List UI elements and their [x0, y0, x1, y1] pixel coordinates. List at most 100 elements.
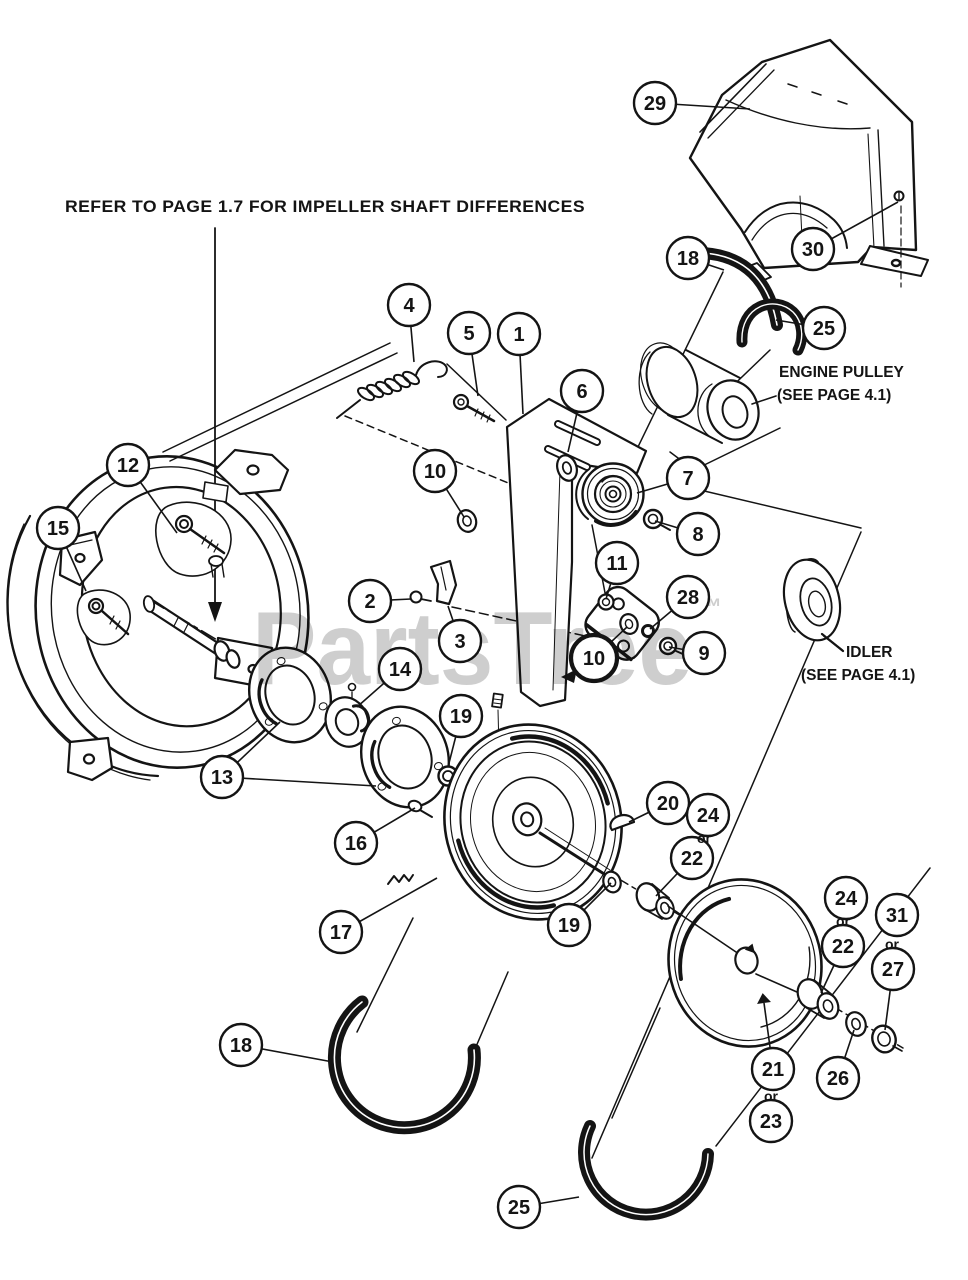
callout-18: 18: [218, 1022, 334, 1068]
svg-text:24: 24: [697, 805, 720, 827]
callout-11: 11: [594, 540, 640, 600]
callout-22: 22: [820, 923, 866, 994]
callout-10: 10: [412, 448, 465, 518]
callout-20: 20: [628, 780, 691, 826]
callout-9: 9: [668, 630, 727, 676]
svg-text:17: 17: [330, 922, 352, 944]
washer: [845, 1011, 867, 1037]
svg-text:27: 27: [882, 959, 904, 981]
svg-text:25: 25: [508, 1197, 530, 1219]
callout-3: 3: [437, 605, 483, 664]
bolt: [452, 393, 496, 423]
nut: [642, 508, 671, 531]
callout-27: 27: [870, 946, 916, 1031]
small-spring: [387, 874, 414, 885]
belts: [327, 247, 808, 1221]
svg-text:16: 16: [345, 833, 367, 855]
callout-2: 2: [347, 578, 412, 624]
svg-text:1: 1: [513, 324, 524, 346]
spacer-bushing: [635, 882, 675, 920]
impeller-shaft: [142, 555, 241, 669]
callout-24: 24: [685, 792, 731, 838]
or-label: or: [764, 1088, 779, 1104]
svg-text:22: 22: [681, 848, 703, 870]
small-hardware-row: [597, 593, 686, 656]
callout-31: 31: [874, 892, 920, 938]
svg-text:28: 28: [677, 587, 699, 609]
svg-text:15: 15: [47, 518, 69, 540]
callout-17: 17: [318, 877, 438, 955]
impeller-pulley-drawing: [443, 723, 623, 921]
callout-4: 4: [386, 282, 432, 363]
svg-text:18: 18: [677, 248, 699, 270]
callout-16: 16: [333, 807, 416, 866]
svg-text:8: 8: [692, 524, 703, 546]
callout-19: 19: [546, 882, 612, 948]
callout-19: 19: [438, 693, 484, 768]
svg-text:18: 18: [230, 1035, 252, 1057]
washer: [456, 509, 478, 533]
auger-belt: [327, 995, 481, 1135]
flange-bolt: [407, 799, 433, 818]
callout-23: 23: [748, 1098, 794, 1144]
flange-bushing: [796, 978, 840, 1020]
svg-text:25: 25: [813, 318, 835, 340]
callout-24: 24: [823, 875, 869, 921]
svg-text:30: 30: [802, 239, 824, 261]
svg-text:31: 31: [886, 905, 908, 927]
svg-text:19: 19: [558, 915, 580, 937]
housing-bolts: [76, 501, 232, 646]
idler-label-leader: [823, 635, 843, 651]
callout-6: 6: [559, 368, 605, 453]
svg-text:10: 10: [424, 461, 446, 483]
callout-14: 14: [356, 646, 423, 708]
second-pulley-drawing: [667, 878, 823, 1048]
callout-12: 12: [105, 442, 178, 534]
svg-text:24: 24: [835, 888, 858, 910]
callout-1: 1: [496, 311, 542, 415]
svg-text:22: 22: [832, 936, 854, 958]
callout-21: 21: [750, 993, 796, 1092]
drive-belt: [578, 1120, 714, 1221]
idler-pulley-small: [575, 462, 645, 527]
svg-text:9: 9: [698, 643, 709, 665]
or-label: or: [885, 936, 900, 952]
idler-drawing: [782, 557, 845, 653]
engine-pulley-label-line1: ENGINE PULLEY: [779, 364, 905, 381]
svg-text:14: 14: [389, 659, 412, 681]
callout-26: 26: [815, 1029, 861, 1101]
callout-10: 10: [568, 626, 628, 684]
callout-8: 8: [654, 511, 721, 557]
svg-text:6: 6: [576, 381, 587, 403]
engine-pulley-drawing: [638, 342, 760, 444]
svg-text:5: 5: [463, 323, 474, 345]
svg-text:29: 29: [644, 93, 666, 115]
callout-25: 25: [775, 305, 847, 351]
or-label: or: [697, 830, 712, 846]
svg-text:13: 13: [211, 767, 233, 789]
idler-label-line1: IDLER: [846, 644, 893, 661]
svg-text:20: 20: [657, 793, 679, 815]
idler-label-line2: (SEE PAGE 4.1): [801, 667, 915, 684]
svg-text:21: 21: [762, 1059, 784, 1081]
callout-13: 13: [199, 721, 377, 800]
callout-25: 25: [496, 1184, 580, 1230]
svg-text:4: 4: [403, 295, 415, 317]
callout-30: 30: [790, 201, 899, 272]
svg-text:26: 26: [827, 1068, 849, 1090]
callout-7: 7: [636, 455, 711, 501]
lever: [409, 559, 458, 606]
svg-text:19: 19: [450, 706, 472, 728]
lock-nut: [871, 1024, 903, 1054]
washer: [556, 454, 578, 482]
bearing-flange-2: [359, 705, 451, 809]
svg-text:3: 3: [454, 631, 465, 653]
engine-pulley-label-leader: [751, 395, 777, 405]
callout-18: 18: [665, 235, 725, 281]
callout-22: 22: [655, 835, 715, 897]
or-label: or: [836, 913, 851, 929]
callout-5: 5: [446, 310, 492, 397]
